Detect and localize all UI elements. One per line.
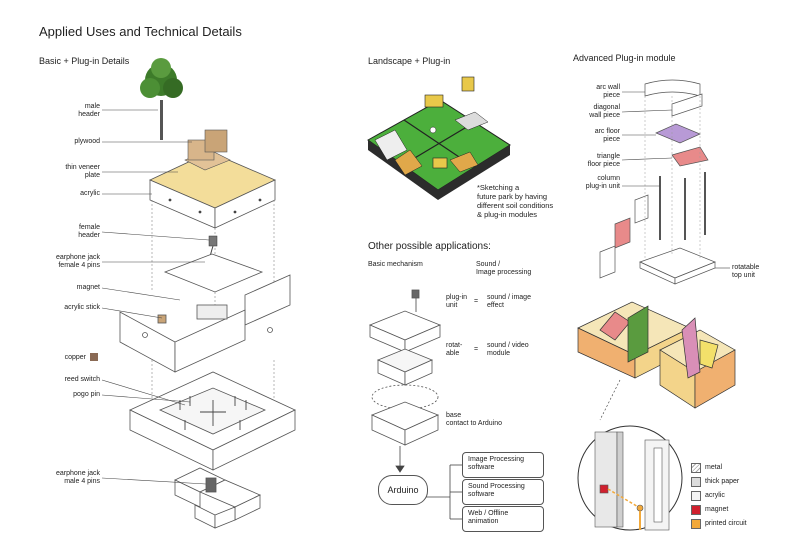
base-unit-drawing xyxy=(129,371,296,471)
legend-label: magnet xyxy=(705,506,729,513)
sound-image-label: Sound / Image processing xyxy=(476,261,532,276)
legend-label: thick paper xyxy=(705,478,740,485)
output-sound-processing: Sound Processing software xyxy=(462,479,544,505)
label-earphone-female: earphone jack female 4 pins xyxy=(56,254,100,269)
tree-icon xyxy=(140,58,183,140)
legend-swatch xyxy=(691,519,701,529)
output-web-animation: Web / Offline animation xyxy=(462,506,544,532)
label-copper: copper xyxy=(64,354,86,361)
basic-mechanism-label: Basic mechanism xyxy=(368,261,423,268)
landscape-drawing xyxy=(367,76,511,200)
page-title: Applied Uses and Technical Details xyxy=(39,24,242,39)
label-diagonal-wall: diagonal wall piece xyxy=(589,104,620,119)
sound-video-label: sound / video module xyxy=(487,342,529,357)
label-veneer: thin veneer plate xyxy=(65,164,100,179)
base-contact-label: base contact to Arduino xyxy=(446,412,503,427)
equals-2: = xyxy=(474,346,479,353)
label-male-header: male header xyxy=(78,103,100,118)
label-plywood: plywood xyxy=(74,138,100,145)
arduino-box: Arduino xyxy=(378,475,428,505)
label-triangle-floor: triangle floor piece xyxy=(587,153,620,168)
label-column: column plug-in unit xyxy=(585,175,620,190)
mechanism-drawing xyxy=(368,289,442,446)
assembled-module-drawing xyxy=(577,301,736,409)
legend-label: metal xyxy=(705,464,723,471)
label-acrylic-stick: acrylic stick xyxy=(64,304,100,311)
label-arc-wall: arc wall piece xyxy=(596,84,620,99)
label-magnet: magnet xyxy=(76,284,100,291)
legend-swatch xyxy=(691,477,701,487)
rotatable-label: rotat- able xyxy=(446,342,463,357)
output-image-processing: Image Processing software xyxy=(462,452,544,478)
other-applications-heading: Other possible applications: xyxy=(368,241,491,252)
legend-swatch xyxy=(691,491,701,501)
label-pogo-pin: pogo pin xyxy=(73,391,100,398)
label-female-header: female header xyxy=(78,224,100,239)
sketch-note: *Sketching a future park by having diffe… xyxy=(477,183,554,219)
left-heading: Basic + Plug-in Details xyxy=(39,56,130,66)
legend-swatch xyxy=(691,463,701,473)
legend-label: acrylic xyxy=(705,492,725,499)
top-unit-drawing xyxy=(149,129,276,229)
label-earphone-male: earphone jack male 4 pins xyxy=(56,470,100,485)
equals-1: = xyxy=(474,298,479,305)
plugin-unit-label: plug-in unit xyxy=(446,294,468,309)
middle-heading: Landscape + Plug-in xyxy=(368,56,451,66)
label-reed-switch: reed switch xyxy=(64,376,100,383)
legend-label: printed circuit xyxy=(705,520,747,527)
right-heading: Advanced Plug-in module xyxy=(573,53,676,63)
cross-base-drawing xyxy=(174,467,261,529)
sound-image-effect-label: sound / image effect xyxy=(487,294,531,309)
detail-circle-contents xyxy=(594,431,670,531)
female-header-part xyxy=(208,235,218,247)
label-rotatable-top: rotatable top unit xyxy=(732,264,760,279)
label-arc-floor: arc floor piece xyxy=(594,128,620,143)
copper-swatch xyxy=(90,353,98,361)
middle-frame-drawing xyxy=(119,253,291,373)
label-acrylic: acrylic xyxy=(80,190,100,197)
advanced-exploded-drawing xyxy=(599,79,716,285)
legend-swatch xyxy=(691,505,701,515)
